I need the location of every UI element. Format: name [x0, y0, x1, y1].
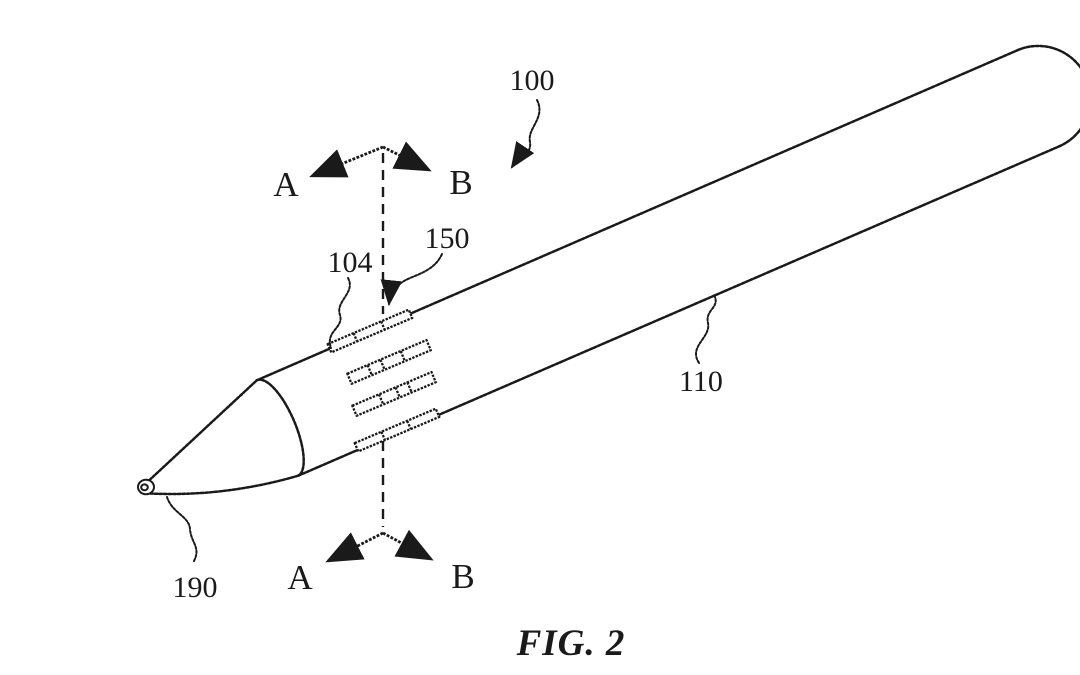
section-letter-b-top: B	[449, 163, 472, 202]
section-letter-a-bottom: A	[287, 558, 313, 597]
ref-label-104: 104	[328, 246, 373, 279]
section-arrow-top-right	[383, 147, 429, 170]
ref-100-leader-arrow	[512, 100, 539, 167]
ref-190-group: 190	[167, 497, 218, 604]
ref-110-leader	[696, 297, 716, 363]
ref-150-group: 150	[389, 222, 470, 304]
section-marker-bottom: A B	[287, 533, 474, 597]
section-arrow-bottom-right	[383, 533, 431, 559]
ref-label-110: 110	[679, 365, 723, 398]
sensor-slot-outline	[355, 409, 440, 452]
sensor-slot-array	[328, 310, 440, 452]
ref-110-group: 110	[679, 297, 723, 398]
section-marker-top: A B	[273, 147, 472, 204]
ref-100-group: 100	[510, 64, 555, 167]
ref-150-leader-arrow	[389, 254, 442, 304]
figure-caption: FIG. 2	[516, 623, 626, 664]
ref-label-100: 100	[510, 64, 555, 97]
section-arrow-top-left	[312, 147, 383, 176]
section-letter-a-top: A	[273, 165, 299, 204]
sensor-slot-bottom	[355, 409, 440, 452]
cone-upper-edge	[149, 380, 257, 480]
section-letter-b-bottom: B	[451, 557, 474, 596]
barrel-end-cap	[1018, 46, 1080, 146]
stylus-body	[138, 46, 1080, 494]
section-arrow-bottom-left	[328, 533, 383, 561]
cone-lower-edge	[150, 476, 298, 494]
ref-label-150: 150	[425, 222, 470, 255]
ref-label-190: 190	[173, 571, 218, 604]
tip-ball-inner	[141, 484, 148, 490]
ref-190-leader	[167, 497, 196, 561]
cone-base-ellipse	[257, 380, 304, 476]
